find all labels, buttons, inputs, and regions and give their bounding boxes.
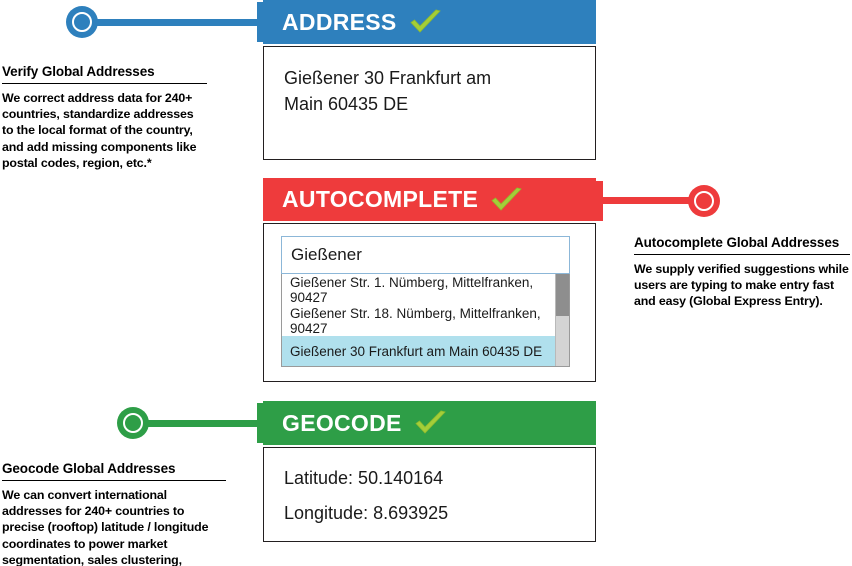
geocode-panel-header: GEOCODE [263, 401, 596, 445]
geocode-panel-title: GEOCODE [282, 409, 402, 436]
green-checkmark-icon [490, 187, 524, 213]
autocomplete-node-ring [694, 191, 714, 211]
geocode-connector-line [140, 420, 265, 427]
annotation-geocode-title: Geocode Global Addresses [2, 461, 176, 476]
autocomplete-suggestion-item[interactable]: Gießener Str. 1. Nümberg, Mittelfranken,… [282, 274, 556, 305]
longitude-value: Longitude: 8.693925 [284, 503, 449, 523]
annotation-geocode: Geocode Global Addresses We can convert … [2, 461, 226, 566]
address-line-1: Gießener 30 Frankfurt am [284, 68, 492, 88]
autocomplete-suggestion-item[interactable]: Gießener Str. 18. Nümberg, Mittelfranken… [282, 305, 556, 336]
autocomplete-suggestion-list[interactable]: Gießener Str. 1. Nümberg, Mittelfranken,… [281, 274, 570, 367]
annotation-geocode-rule [2, 480, 226, 481]
suggestion-label: Gießener Str. 18. Nümberg, Mittelfranken… [290, 305, 541, 336]
autocomplete-panel-title: AUTOCOMPLETE [282, 186, 479, 212]
annotation-autocomplete: Autocomplete Global Addresses We supply … [634, 235, 850, 310]
geocode-panel-body: Latitude: 50.140164 Longitude: 8.693925 [263, 447, 596, 542]
geocode-connector-cap [257, 403, 266, 443]
annotation-autocomplete-title: Autocomplete Global Addresses [634, 235, 840, 250]
annotation-geocode-body: We can convert international addresses f… [2, 488, 209, 566]
autocomplete-connector-line [599, 197, 699, 204]
address-panel-header: ADDRESS [263, 0, 596, 44]
suggestion-label: Gießener Str. 1. Nümberg, Mittelfranken,… [290, 274, 534, 305]
autocomplete-scrollbar[interactable] [555, 274, 569, 366]
address-panel-title: ADDRESS [282, 8, 397, 35]
annotation-autocomplete-rule [634, 254, 850, 255]
latitude-value: Latitude: 50.140164 [284, 468, 444, 488]
autocomplete-search-input[interactable]: Gießener [281, 236, 570, 274]
suggestion-label: Gießener 30 Frankfurt am Main 60435 DE [290, 344, 543, 359]
address-connector-cap [257, 2, 266, 42]
address-connector-node [66, 6, 98, 38]
autocomplete-connector-node [688, 185, 720, 217]
annotation-autocomplete-body: We supply verified suggestions while use… [634, 262, 849, 309]
annotation-verify-body: We correct address data for 240+ countri… [2, 91, 197, 170]
autocomplete-suggestion-item-selected[interactable]: Gießener 30 Frankfurt am Main 60435 DE [282, 336, 556, 366]
autocomplete-input-value: Gießener [291, 245, 362, 264]
green-checkmark-icon [414, 410, 448, 436]
annotation-verify-title: Verify Global Addresses [2, 64, 155, 79]
geocode-node-ring [123, 413, 143, 433]
autocomplete-panel-body: Gießener Gießener Str. 1. Nümberg, Mitte… [263, 223, 596, 382]
geocode-connector-node [117, 407, 149, 439]
address-connector-line [90, 19, 265, 26]
autocomplete-scrollbar-thumb[interactable] [556, 274, 569, 316]
address-panel-body: Gießener 30 Frankfurt am Main 60435 DE [263, 46, 596, 160]
annotation-verify-rule [2, 83, 207, 84]
address-node-ring [72, 12, 92, 32]
autocomplete-panel-header: AUTOCOMPLETE [263, 178, 596, 221]
annotation-verify: Verify Global Addresses We correct addre… [2, 64, 207, 171]
address-line-2: Main 60435 DE [284, 94, 409, 114]
green-checkmark-icon [409, 9, 443, 35]
autocomplete-connector-cap [594, 181, 603, 221]
